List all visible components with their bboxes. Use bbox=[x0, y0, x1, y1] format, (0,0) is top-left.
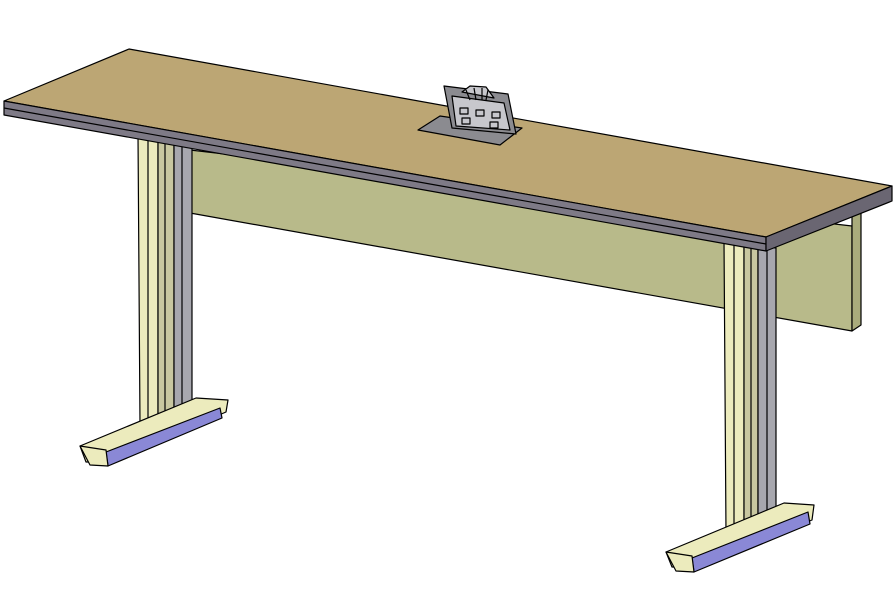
modesty-panel-side bbox=[851, 209, 862, 332]
power-outlet-icon bbox=[417, 85, 523, 146]
left-foot-end-cap bbox=[79, 445, 109, 467]
power-module-base-plate bbox=[417, 115, 523, 146]
power-module-lid bbox=[461, 85, 495, 99]
table-top-side-edge bbox=[765, 185, 893, 252]
right-leg bbox=[665, 239, 815, 573]
table-top bbox=[3, 48, 893, 252]
left-leg-inner-post bbox=[157, 139, 175, 421]
left-leg-metal-post bbox=[173, 141, 193, 413]
left-foot-top bbox=[79, 397, 229, 463]
left-leg bbox=[79, 134, 229, 467]
right-foot-end-cap bbox=[665, 551, 695, 573]
right-foot-top bbox=[665, 502, 815, 568]
